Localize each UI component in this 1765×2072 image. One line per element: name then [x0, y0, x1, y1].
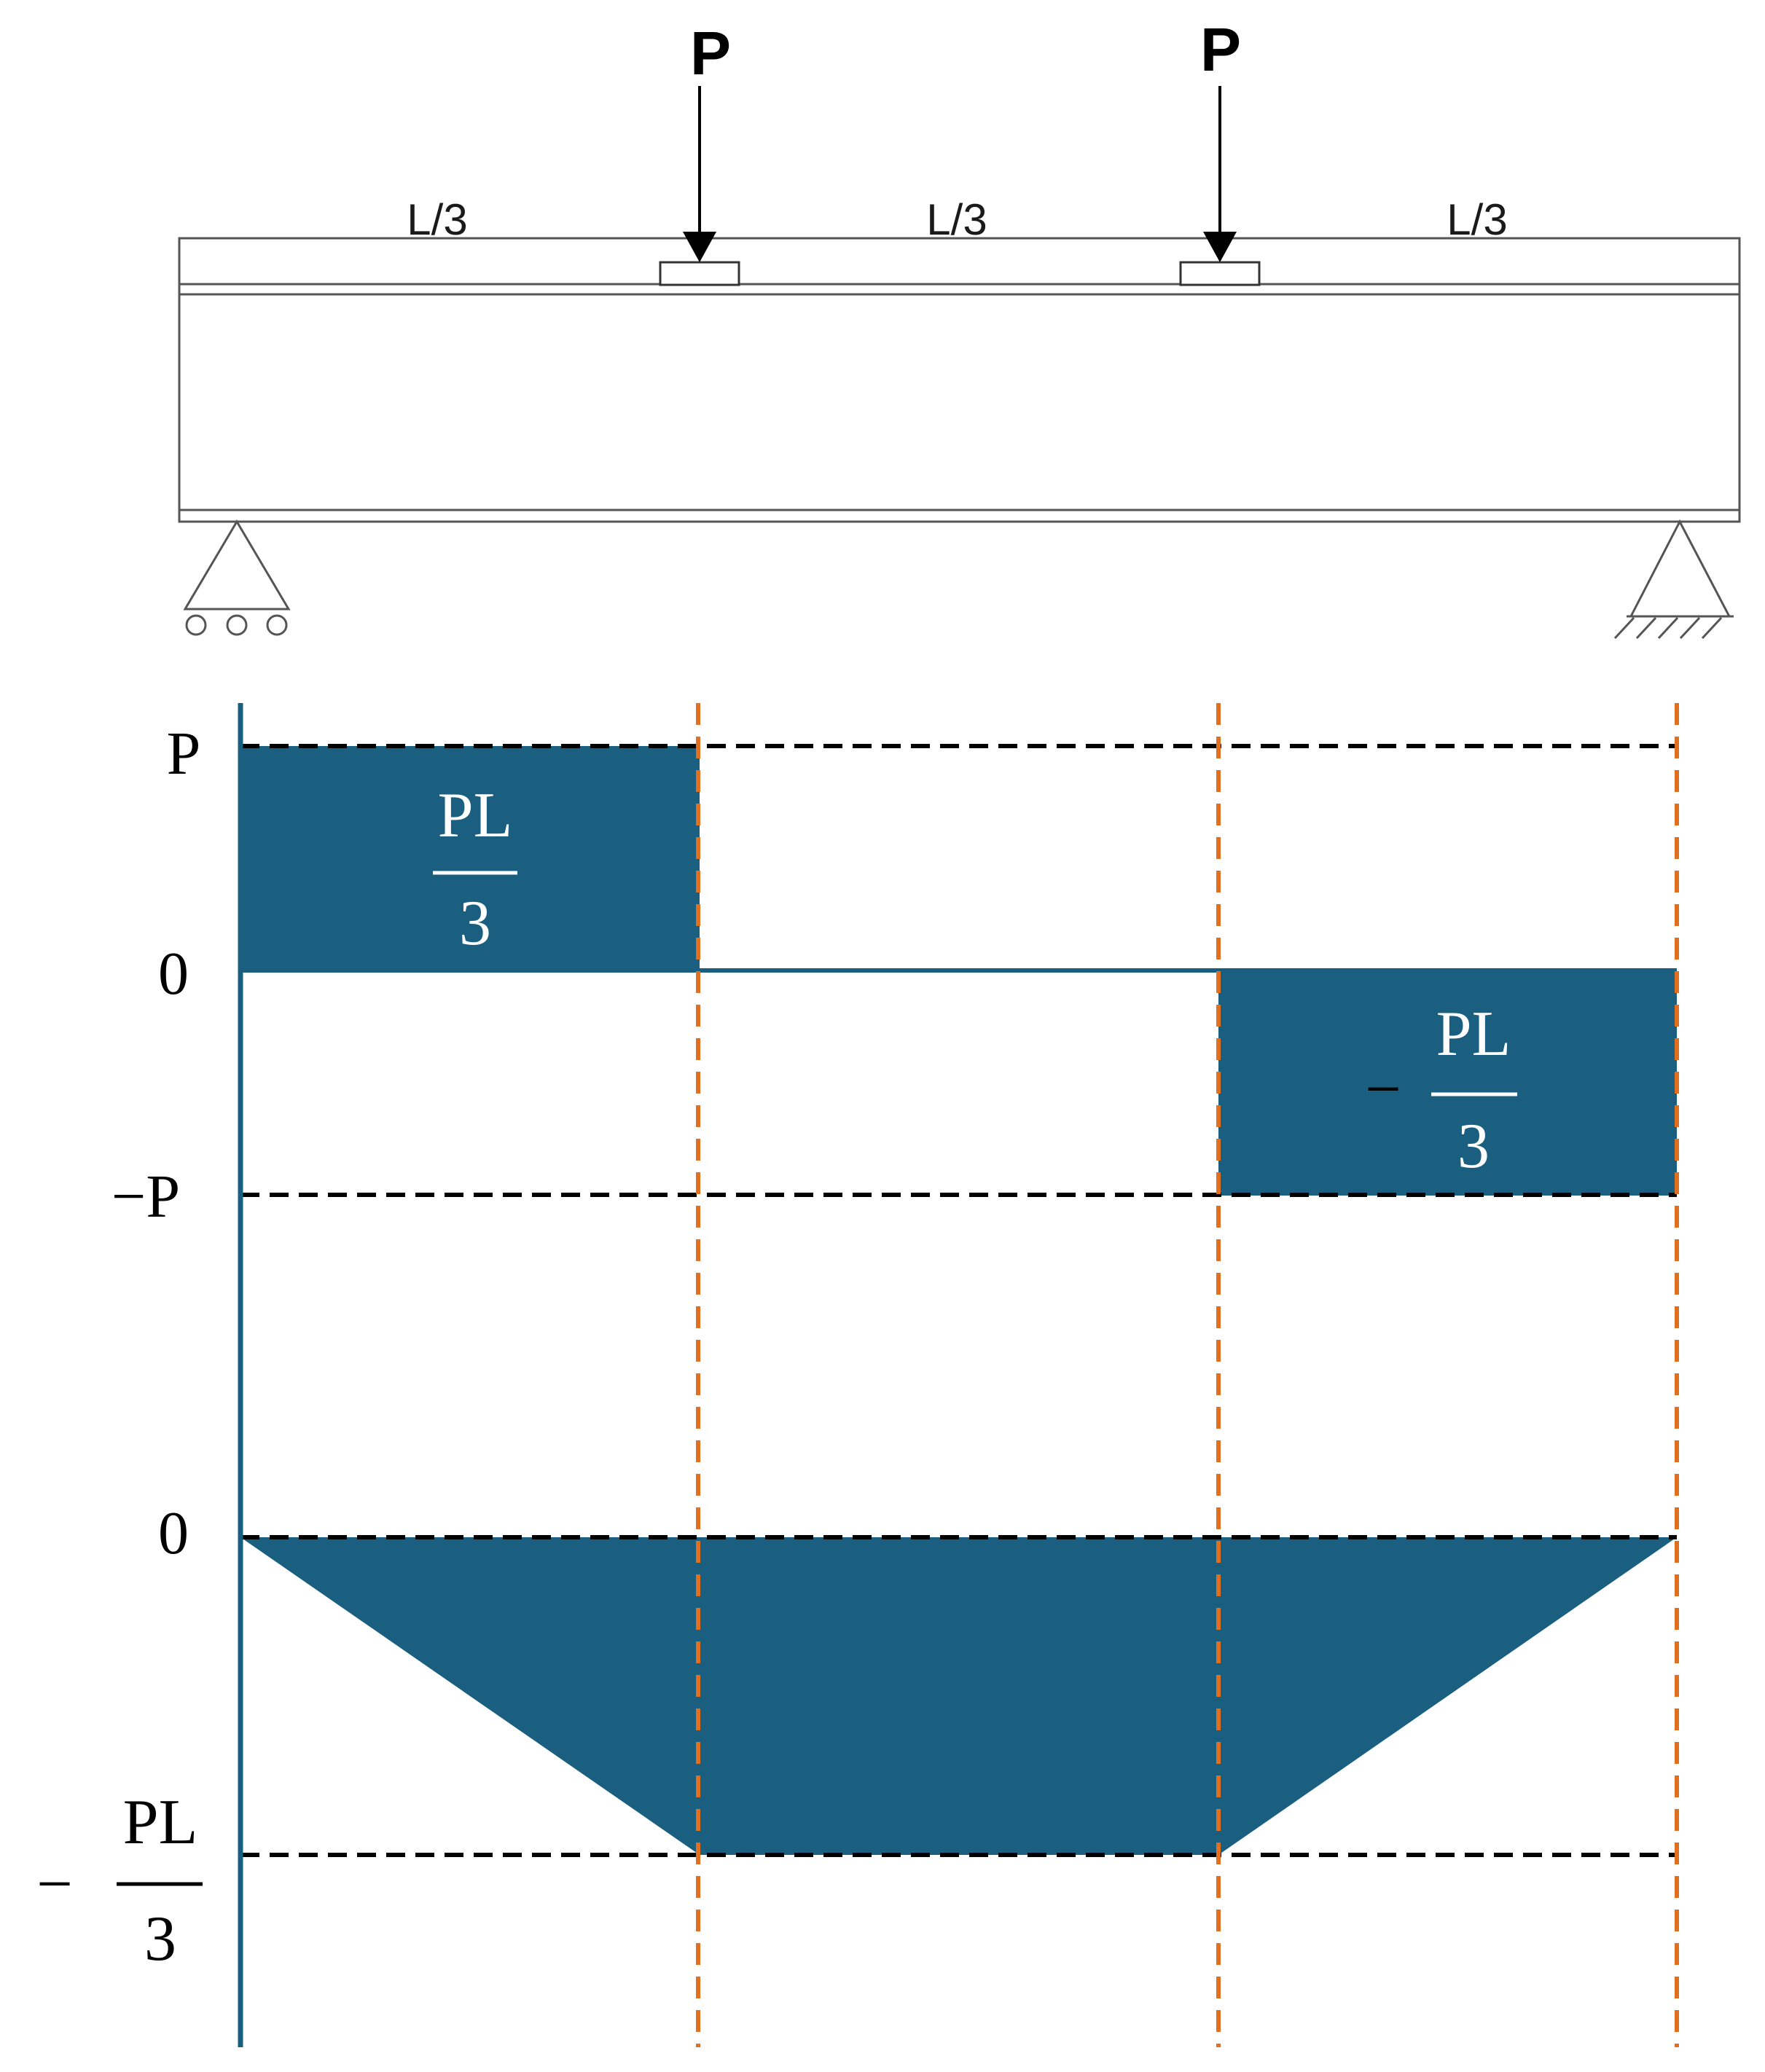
- axis-label-shear-zero: 0: [158, 940, 189, 1008]
- load-arrow-left: [683, 86, 716, 262]
- beam-schematic: P P L/3 L/3 L/3: [178, 15, 1741, 640]
- bearing-plate-right: [1179, 261, 1261, 286]
- shear-right-region-label: − PL 3: [1365, 999, 1517, 1182]
- axis-label-moment-min: − PL 3: [36, 1787, 203, 1974]
- load-arrow-right: [1203, 86, 1237, 262]
- moment-min-sign: −: [36, 1849, 73, 1920]
- shear-right-numerator: PL: [1436, 999, 1511, 1070]
- beam-outline: [178, 237, 1741, 523]
- load-label-left: P: [690, 19, 731, 87]
- reference-lines: [240, 744, 1677, 1857]
- moment-diagram: [240, 1537, 1677, 1855]
- moment-region: [240, 1537, 1677, 1855]
- axis-label-moment-zero: 0: [158, 1499, 189, 1567]
- shear-diagram: [240, 746, 1677, 1196]
- axis-label-p: P: [167, 720, 201, 788]
- pin-support: [1613, 519, 1734, 640]
- moment-min-denominator: 3: [144, 1904, 176, 1974]
- span-label-2: L/3: [926, 195, 987, 244]
- shear-right-denominator: 3: [1457, 1111, 1490, 1182]
- span-label-1: L/3: [407, 195, 467, 244]
- moment-min-numerator: PL: [123, 1787, 198, 1858]
- load-label-right: P: [1200, 15, 1241, 84]
- shear-region-negative: [1218, 972, 1677, 1196]
- axis-label-minus-p: −P: [111, 1163, 180, 1231]
- section-dividers: [696, 703, 1679, 2047]
- span-label-3: L/3: [1447, 195, 1507, 244]
- roller-support: [183, 519, 291, 636]
- shear-right-sign: −: [1365, 1054, 1401, 1125]
- shear-region-positive: [240, 746, 700, 972]
- shear-left-numerator: PL: [438, 780, 513, 851]
- shear-left-region-label: PL 3: [433, 780, 517, 959]
- bearing-plate-left: [659, 261, 740, 286]
- shear-left-denominator: 3: [459, 888, 491, 959]
